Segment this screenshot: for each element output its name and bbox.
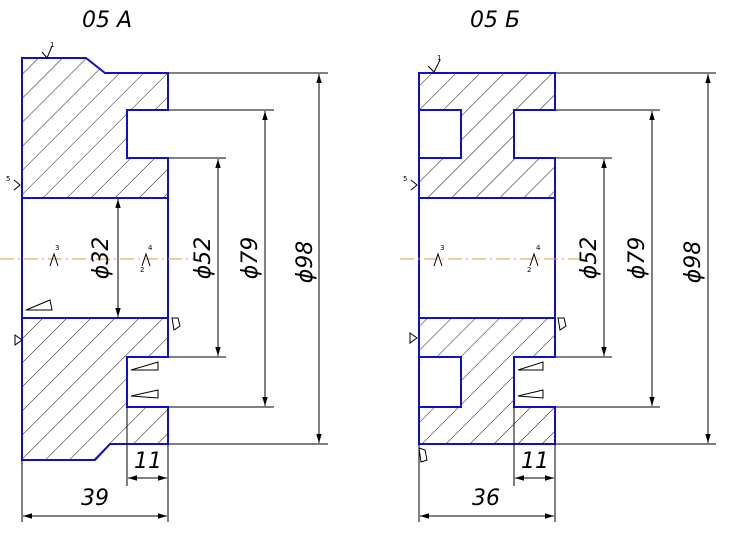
lower-section-hatch	[22, 318, 168, 460]
view-05b-title: 05 Б	[470, 8, 520, 33]
dim-groove-label: ϕ79	[238, 237, 263, 280]
surface-mark-3: 3	[49, 244, 59, 267]
tool-insert-groove-upper-icon	[517, 361, 544, 371]
svg-text:2: 2	[140, 266, 144, 274]
dim-groove-width-label: 11	[134, 449, 162, 474]
surface-mark-1: 1	[427, 54, 441, 73]
svg-text:2: 2	[527, 266, 531, 274]
dim-groove-width-label: 11	[521, 449, 549, 474]
tool-insert-face-icon	[557, 317, 567, 331]
tool-insert-face-icon	[171, 317, 181, 331]
tool-insert-groove-upper-icon	[130, 361, 159, 371]
lower-left-groove	[418, 356, 462, 408]
surface-mark-4: 4 2	[140, 244, 153, 274]
lower-section-hatch	[419, 318, 555, 444]
upper-left-groove	[418, 109, 462, 159]
tool-insert-groove-lower-icon	[130, 389, 159, 399]
surface-mark-3: 3	[433, 244, 444, 267]
svg-text:4: 4	[536, 244, 541, 252]
dim-total-length-label: 39	[81, 486, 109, 511]
svg-text:1: 1	[437, 54, 441, 62]
view-05a-title: 05 А	[82, 8, 132, 33]
svg-text:3: 3	[55, 244, 59, 252]
dim-groove-label: ϕ79	[625, 237, 650, 280]
svg-text:5: 5	[6, 175, 10, 183]
surface-mark-1: 1	[41, 41, 54, 59]
tool-insert-bottom-icon	[418, 447, 428, 463]
upper-section-hatch	[419, 73, 555, 198]
dim-outer-label: ϕ98	[681, 241, 706, 284]
dim-outer-label: ϕ98	[293, 241, 318, 284]
surface-mark-5: 5	[403, 175, 418, 191]
tool-insert-groove-lower-icon	[517, 389, 544, 399]
dim-step-label: ϕ52	[191, 237, 216, 280]
tool-insert-bore-icon	[25, 299, 53, 311]
svg-text:5: 5	[403, 175, 407, 183]
upper-section-hatch	[22, 58, 168, 198]
dim-total-length-label: 36	[472, 486, 500, 511]
upper-section-outline	[21, 57, 169, 199]
svg-text:1: 1	[50, 41, 54, 49]
svg-text:4: 4	[148, 244, 153, 252]
surface-mark-5: 5	[6, 175, 21, 191]
surface-mark-4: 4 2	[527, 244, 541, 274]
view-05a: 05 А ϕ98 ϕ79 ϕ52 ϕ32 11	[0, 8, 328, 522]
dim-bore-label: ϕ32	[89, 237, 114, 280]
view-05b: 05 Б ϕ98 ϕ79 ϕ52 11 36	[400, 8, 716, 522]
dim-step-label: ϕ52	[577, 237, 602, 280]
support-triangle-icon	[14, 334, 23, 346]
svg-text:3: 3	[440, 244, 444, 252]
support-triangle-icon	[409, 332, 418, 344]
